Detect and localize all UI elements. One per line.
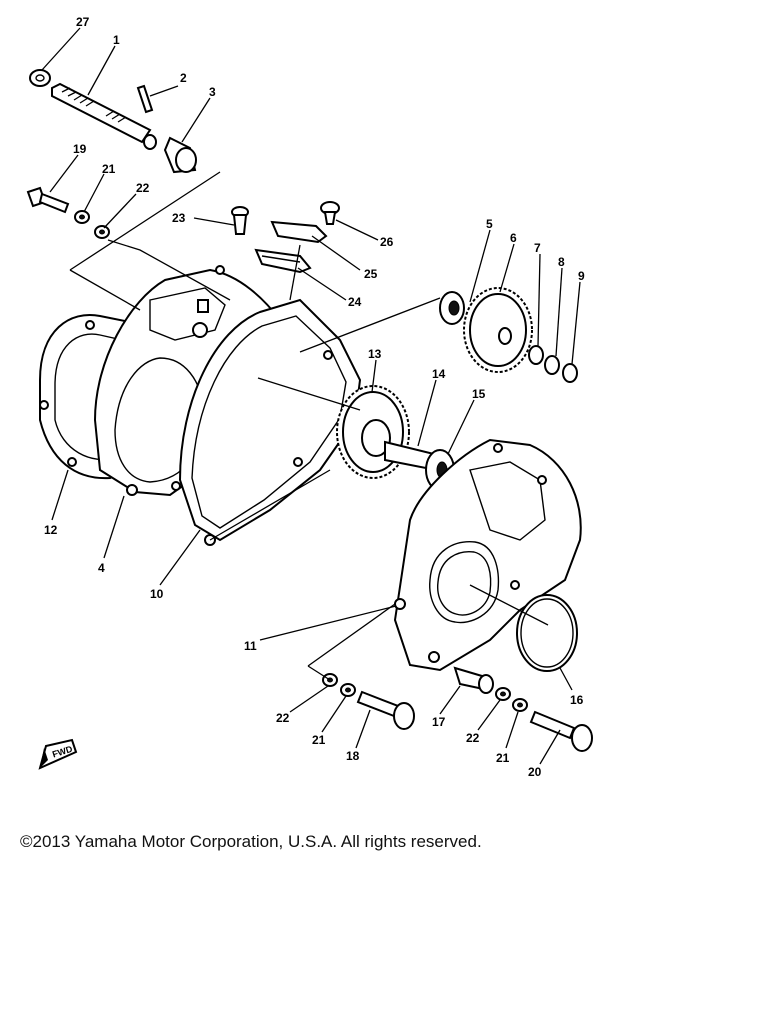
fwd-arrow-icon: FWD bbox=[38, 738, 78, 770]
callout-19: 19 bbox=[73, 142, 87, 156]
copyright-notice: ©2013 Yamaha Motor Corporation, U.S.A. A… bbox=[20, 832, 482, 851]
shaft-1 bbox=[51, 82, 157, 150]
bolt-19 bbox=[26, 186, 70, 214]
callout-26: 26 bbox=[380, 235, 394, 249]
washer-21-upper bbox=[74, 210, 90, 224]
callout-25: 25 bbox=[364, 267, 378, 281]
callout-13: 13 bbox=[368, 347, 382, 361]
callout-22-upper: 22 bbox=[136, 181, 150, 195]
washer-21-lower-right bbox=[512, 698, 528, 712]
washer-21-lower-left bbox=[340, 683, 356, 697]
callout-24: 24 bbox=[348, 295, 362, 309]
collar-3 bbox=[163, 136, 197, 174]
dowel-17 bbox=[453, 666, 494, 694]
cover-plate-25 bbox=[270, 220, 328, 244]
washer-22-lower-right bbox=[495, 687, 511, 701]
parts-diagram: FWD 27 1 2 3 19 21 22 23 26 25 24 5 6 7 … bbox=[26, 15, 593, 779]
callout-23: 23 bbox=[172, 211, 186, 225]
pin-2 bbox=[136, 84, 154, 114]
washer-22-lower-left bbox=[322, 673, 338, 687]
callout-14: 14 bbox=[432, 367, 446, 381]
callout-22-lower-right: 22 bbox=[466, 731, 480, 745]
callout-3: 3 bbox=[209, 85, 216, 99]
callout-20: 20 bbox=[528, 765, 542, 779]
screw-26 bbox=[320, 201, 340, 225]
callout-16: 16 bbox=[570, 693, 584, 707]
leader-lines bbox=[41, 27, 581, 765]
gasket-10 bbox=[171, 298, 362, 546]
callout-5: 5 bbox=[486, 217, 493, 231]
bolt-18 bbox=[356, 690, 415, 730]
nut-9 bbox=[562, 363, 578, 383]
callout-18: 18 bbox=[346, 749, 360, 763]
callout-labels: 27 1 2 3 19 21 22 23 26 25 24 5 6 7 8 9 … bbox=[44, 15, 585, 779]
gear-6 bbox=[463, 287, 533, 373]
assembly-lines bbox=[69, 171, 549, 681]
bearing-5 bbox=[439, 291, 465, 325]
o-ring-16 bbox=[516, 594, 578, 672]
callout-15: 15 bbox=[472, 387, 486, 401]
washer-8 bbox=[544, 355, 560, 375]
callout-11: 11 bbox=[244, 639, 257, 653]
callout-27: 27 bbox=[76, 15, 90, 29]
callout-17: 17 bbox=[432, 715, 446, 729]
callout-22-lower-left: 22 bbox=[276, 711, 290, 725]
callout-1: 1 bbox=[113, 33, 120, 47]
callout-10: 10 bbox=[150, 587, 164, 601]
callout-21-lower-left: 21 bbox=[312, 733, 326, 747]
callout-12: 12 bbox=[44, 523, 58, 537]
callout-9: 9 bbox=[578, 269, 585, 283]
gasket-24 bbox=[254, 248, 312, 274]
washer-22-upper bbox=[94, 225, 110, 239]
washer-7 bbox=[528, 345, 544, 365]
callout-6: 6 bbox=[510, 231, 517, 245]
callout-2: 2 bbox=[180, 71, 187, 85]
callout-4: 4 bbox=[98, 561, 105, 575]
bolt-20 bbox=[529, 710, 593, 752]
callout-21-lower-right: 21 bbox=[496, 751, 510, 765]
bolt-23 bbox=[231, 206, 249, 235]
callout-7: 7 bbox=[534, 241, 541, 255]
callout-21-upper: 21 bbox=[102, 162, 116, 176]
callout-8: 8 bbox=[558, 255, 565, 269]
washer-27 bbox=[29, 69, 51, 87]
gear-13 bbox=[336, 385, 410, 479]
